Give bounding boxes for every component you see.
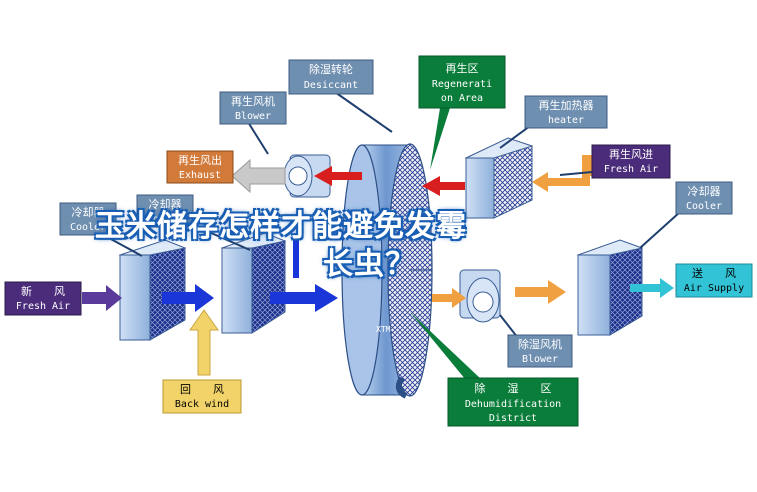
- exhaust-label-cn: 再生风出: [178, 153, 222, 167]
- desiccant-wheel: XTM: [341, 143, 433, 397]
- dehum-blue-arrow-stem: [293, 238, 299, 278]
- dehum-district-label-box: [447, 377, 579, 427]
- dehum-district-pointer: [410, 312, 482, 385]
- page-headline: 玉米储存怎样才能避免发霉 长虫？: [95, 208, 655, 284]
- cooler-mid-label-en: Cooler: [147, 214, 183, 225]
- dehum-district-label-cn: 除 湿 区: [475, 381, 552, 395]
- desiccant-label-box: [288, 59, 374, 95]
- back-wind-label-cn: 回 风: [180, 383, 224, 396]
- dehum-blower-label-cn: 除湿风机: [518, 337, 562, 351]
- regen-area-label-cn: 再生区: [446, 61, 479, 75]
- heater-label-cn: 再生加热器: [539, 98, 594, 112]
- fresh-air-arrow: [82, 285, 122, 311]
- regen-air-label-box: [591, 144, 671, 179]
- dehum-blue-arrow-1: [162, 284, 214, 312]
- cooler-left-label-cn: 冷却器: [72, 206, 105, 219]
- cooler-right-label-en: Cooler: [686, 201, 722, 212]
- flow-arrows: [82, 155, 674, 376]
- cooler-right-label-cn: 冷却器: [688, 185, 721, 198]
- regen-blower-unit: [283, 154, 331, 198]
- cooler-left-label-en: Cooler: [70, 222, 106, 233]
- regen-blower-label-cn: 再生风机: [231, 94, 275, 108]
- back-wind-label-en: Back wind: [175, 399, 229, 410]
- dehum-blower-unit: [459, 269, 501, 323]
- heater-label-box: [524, 95, 608, 129]
- cooler-left-unit: [118, 239, 187, 341]
- desiccant-label-cn: 除湿转轮: [309, 62, 353, 76]
- air-supply-label-en: Air Supply: [684, 283, 744, 294]
- fresh-air-label-cn: 新 风: [21, 284, 65, 298]
- air-supply-label-cn: 送 风: [692, 266, 736, 280]
- regen-air-label-cn: 再生风进: [609, 147, 653, 161]
- cooler-mid-label-box: [136, 194, 194, 228]
- desiccant-label-en: Desiccant: [304, 80, 358, 91]
- cooler-mid-label-cn: 冷却器: [149, 198, 182, 211]
- cooler-mid-unit: [220, 232, 287, 334]
- regen-red-arrow-1: [314, 166, 362, 186]
- headline-line-2: 长虫？: [323, 247, 416, 282]
- cooler-right-unit: [576, 239, 644, 336]
- regen-air-label-en: Fresh Air: [604, 164, 658, 175]
- heater-label-en: heater: [548, 115, 584, 126]
- cooler-right-label-box: [675, 181, 733, 215]
- watermark-text: XTM: [376, 325, 391, 334]
- rotation-arrow: [395, 376, 408, 399]
- headline-line-1: 玉米储存怎样才能避免发霉: [95, 209, 467, 244]
- dehum-district-label-en-2: District: [489, 413, 537, 424]
- dehum-blue-arrow-2: [270, 284, 338, 312]
- fresh-air-label-en: Fresh Air: [16, 301, 70, 312]
- back-wind-label-box: [162, 379, 242, 414]
- regen-blower-label-en: Blower: [235, 111, 271, 122]
- regen-fresh-air-arrow: [532, 155, 592, 192]
- regen-area-label-en-1: Regenerati: [432, 79, 492, 90]
- dehum-blower-label-en: Blower: [522, 354, 558, 365]
- dehum-orange-arrow-1: [432, 288, 466, 308]
- dehum-blower-label-box: [507, 334, 573, 368]
- back-wind-arrow: [189, 309, 219, 376]
- heater-unit: [464, 137, 534, 219]
- fresh-air-label-box: [4, 281, 82, 316]
- regen-blower-label-box: [219, 91, 287, 125]
- regen-area-pointer: [430, 108, 450, 170]
- exhaust-label-box: [166, 150, 234, 184]
- regen-area-label-en-2: on Area: [441, 93, 483, 104]
- cooler-left-label-box: [59, 202, 117, 236]
- air-supply-label-box: [675, 263, 753, 298]
- exhaust-label-en: Exhaust: [179, 170, 221, 181]
- regen-red-arrow-2: [422, 176, 465, 196]
- regen-area-label-box: [418, 55, 506, 109]
- dehum-orange-arrow-2: [515, 280, 566, 304]
- dehum-district-label-en-1: Dehumidification: [465, 399, 561, 410]
- air-supply-arrow: [630, 278, 674, 298]
